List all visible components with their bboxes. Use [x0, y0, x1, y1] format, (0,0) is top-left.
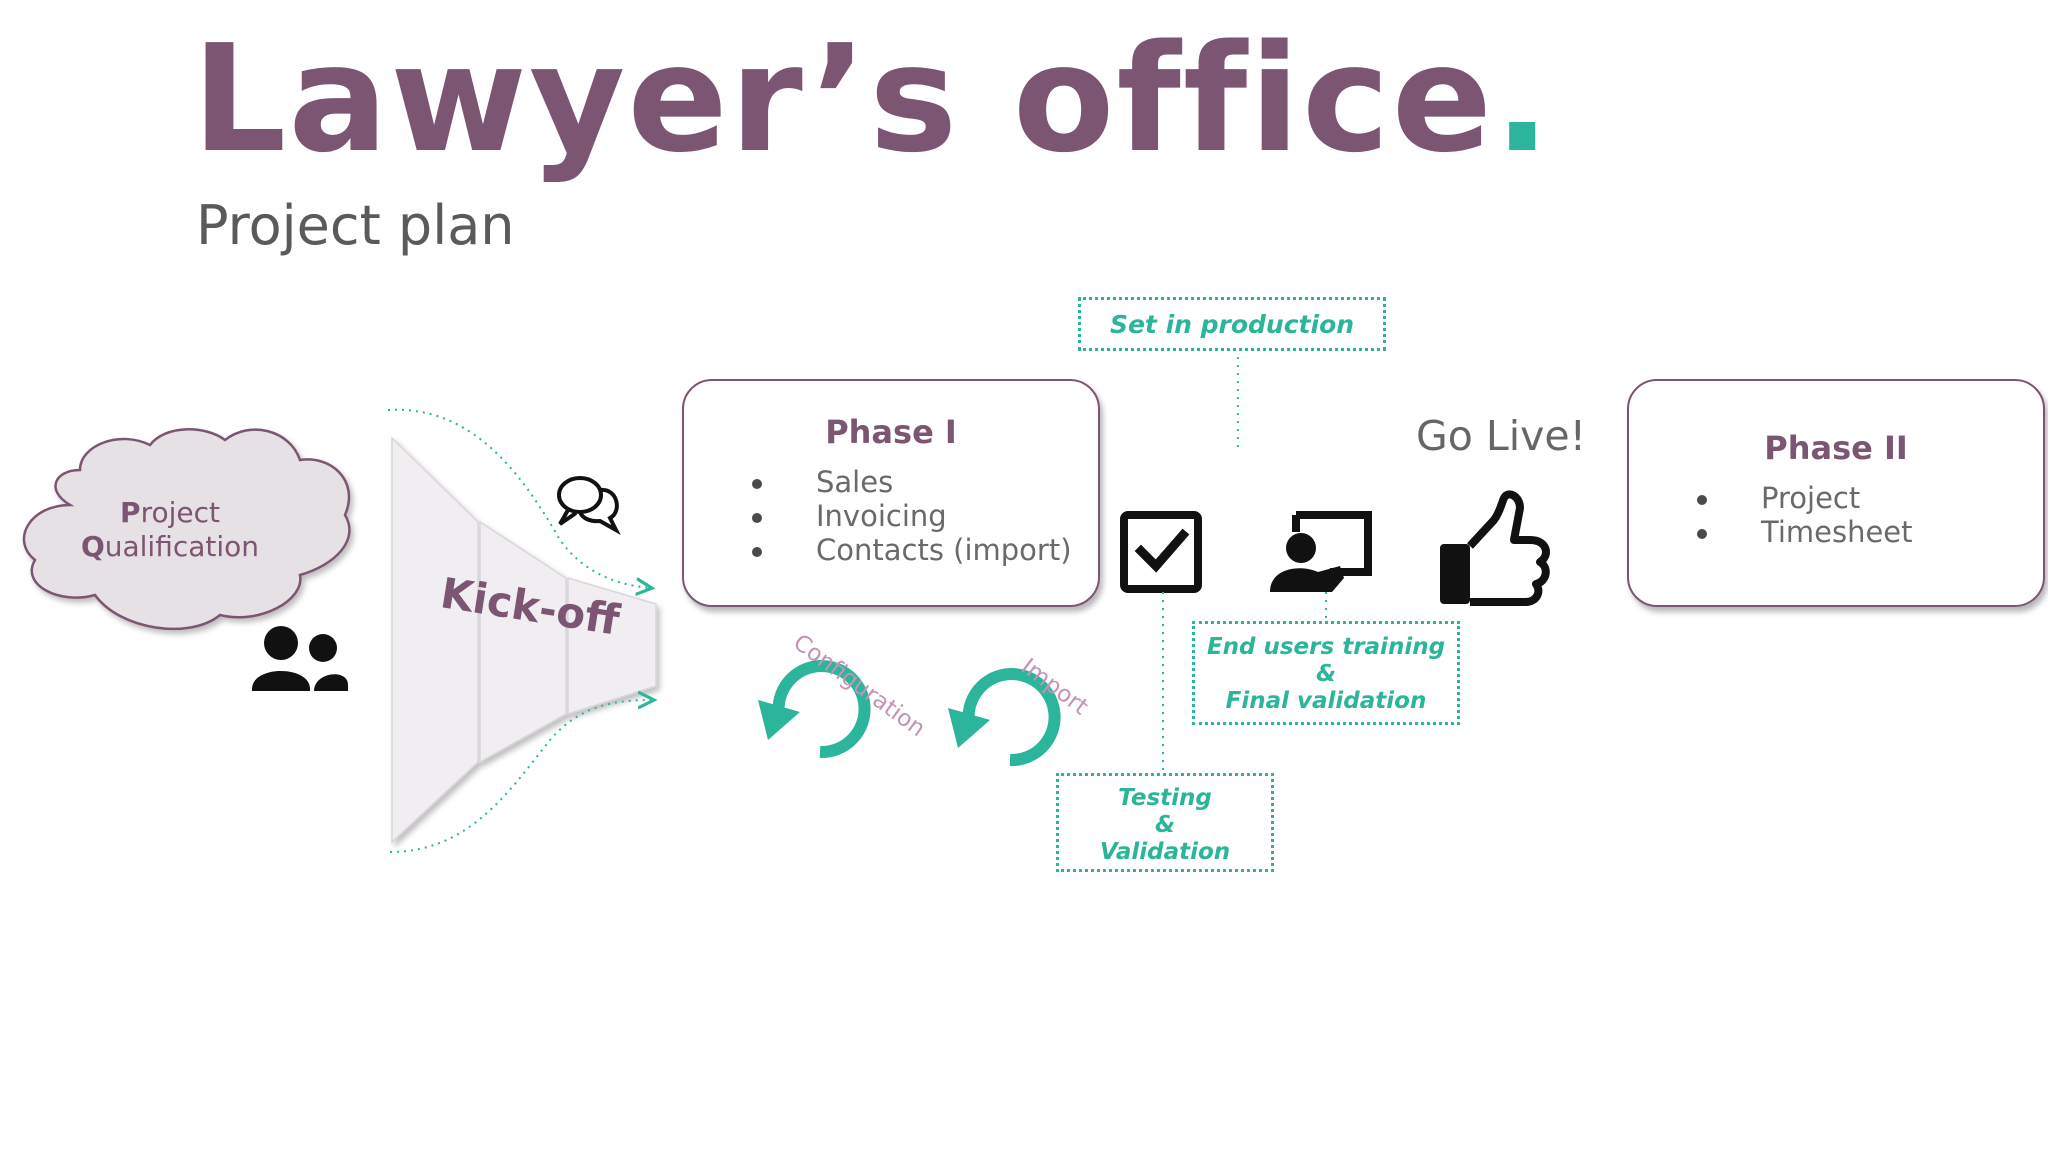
training-line-2: & — [1315, 661, 1337, 687]
cycle-icon-configuration — [758, 660, 871, 759]
testing-line-2: & — [1154, 812, 1176, 838]
cloud-shape — [22, 428, 351, 631]
phase-2-item-project: Project — [1629, 481, 2043, 515]
phase-2-item-timesheet: Timesheet — [1629, 515, 2043, 549]
checkbox-icon — [1120, 511, 1202, 593]
phase-1-list: Sales Invoicing Contacts (import) — [684, 465, 1098, 567]
end-users-training-box: End users training & Final validation — [1192, 621, 1460, 725]
phase-2-title: Phase II — [1764, 429, 1908, 467]
phase-1-box: Phase I Sales Invoicing Contacts (import… — [682, 379, 1100, 607]
training-line-1: End users training — [1206, 634, 1446, 660]
testing-line-3: Validation — [1099, 839, 1231, 865]
training-line-3: Final validation — [1225, 688, 1427, 714]
presentation-icon — [1270, 511, 1372, 592]
cloud-line1-rest: roject — [140, 496, 220, 529]
project-qualification-label: Project Qualification — [40, 496, 300, 564]
cloud-initial-q: Q — [80, 530, 105, 563]
page-subtitle: Project plan — [196, 194, 515, 257]
funnel-arrow-bottom — [389, 700, 652, 853]
kickoff-funnel — [391, 436, 657, 844]
go-live-label: Go Live! — [1416, 412, 1587, 460]
phase-2-box: Phase II Project Timesheet — [1627, 379, 2045, 607]
set-in-production-box: Set in production — [1078, 297, 1386, 351]
phase-1-item-contacts: Contacts (import) — [684, 533, 1098, 567]
cloud-initial-p: P — [120, 496, 141, 529]
testing-validation-box: Testing & Validation — [1056, 773, 1274, 872]
phase-1-item-invoicing: Invoicing — [684, 499, 1098, 533]
people-icon — [252, 626, 348, 691]
page-title: Lawyer’s office. — [192, 18, 1552, 181]
cycle-icon-import — [948, 668, 1061, 767]
cloud-line2-rest: ualification — [104, 530, 260, 563]
chat-bubbles-icon — [557, 476, 621, 535]
phase-1-item-sales: Sales — [684, 465, 1098, 499]
phase-1-title: Phase I — [825, 413, 957, 451]
testing-line-1: Testing — [1118, 785, 1212, 811]
phase-2-list: Project Timesheet — [1629, 481, 2043, 549]
title-text: Lawyer’s office — [192, 13, 1495, 185]
thumbs-up-icon — [1440, 490, 1550, 606]
title-dot: . — [1494, 13, 1553, 185]
